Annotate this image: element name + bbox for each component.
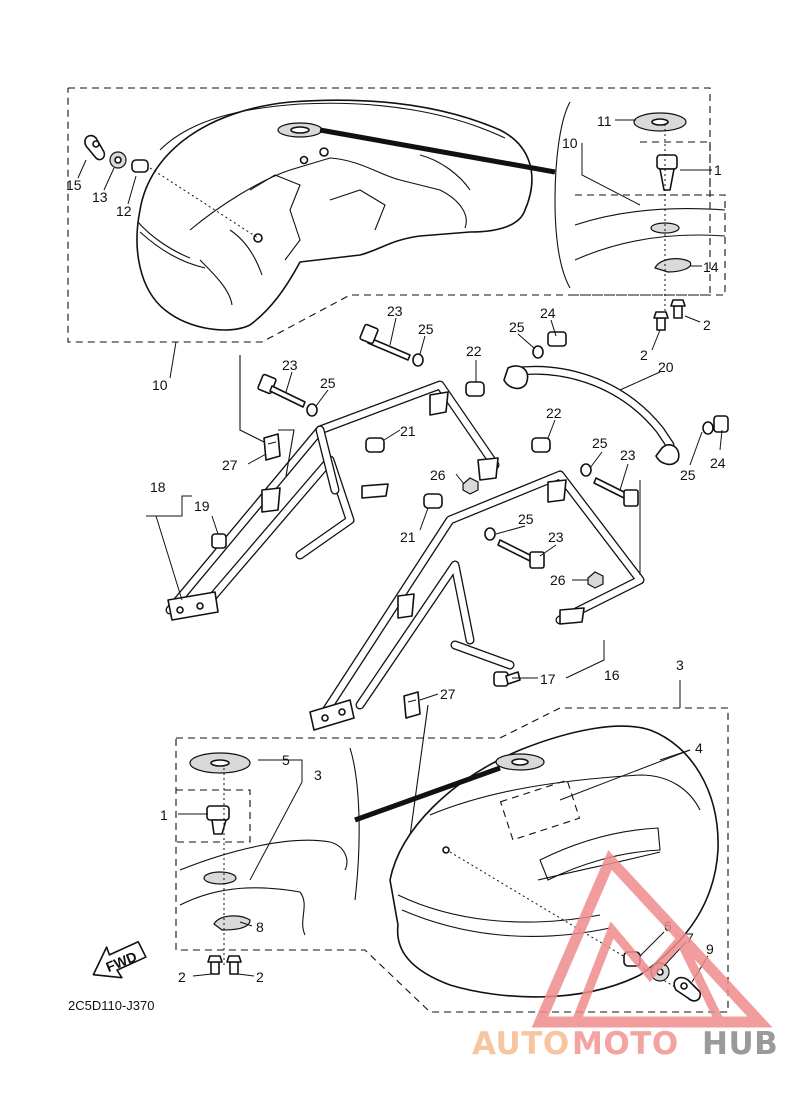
callout-9: 9 xyxy=(706,941,714,957)
fwd-arrow-icon: FWD xyxy=(92,940,147,979)
clip-15 xyxy=(84,134,106,161)
watermark-auto: AUTO xyxy=(472,1026,570,1062)
callout-23-a: 23 xyxy=(387,303,403,319)
callout-23-d: 23 xyxy=(548,529,564,545)
callout-7: 7 xyxy=(686,930,694,946)
callout-25-d: 25 xyxy=(592,435,608,451)
callout-10-bottom: 10 xyxy=(152,377,168,393)
callout-25-e: 25 xyxy=(680,467,696,483)
left-bracket-18 xyxy=(165,380,500,621)
hardware xyxy=(211,323,729,837)
clip-9 xyxy=(673,976,702,1002)
callout-20: 20 xyxy=(658,359,674,375)
callout-labels: 15 13 12 10 11 10 1 14 2 2 23 25 22 25 2… xyxy=(66,113,726,985)
callout-18: 18 xyxy=(150,479,166,495)
callout-4: 4 xyxy=(695,740,703,756)
callout-22-b: 22 xyxy=(546,405,562,421)
screw-2-top-b xyxy=(670,299,686,319)
screw-2-top-a xyxy=(653,311,669,331)
leader-lines xyxy=(77,119,723,983)
left-saddlebag-10 xyxy=(136,99,533,331)
lock-cylinder-1 xyxy=(656,154,678,170)
callout-10-top: 10 xyxy=(562,135,578,151)
callout-21-b: 21 xyxy=(400,529,416,545)
right-bracket-16 xyxy=(309,365,680,731)
callout-25-c: 25 xyxy=(320,375,336,391)
callout-19: 19 xyxy=(194,498,210,514)
watermark-triangle-inner xyxy=(569,921,728,1027)
watermark-hub: HUB xyxy=(702,1026,778,1062)
collar-22a xyxy=(465,381,485,397)
callout-8: 8 xyxy=(256,919,264,935)
callout-23-b: 23 xyxy=(282,357,298,373)
callout-12: 12 xyxy=(116,203,132,219)
watermark-logo xyxy=(531,850,773,1028)
callout-21-a: 21 xyxy=(400,423,416,439)
callout-25-b: 25 xyxy=(509,319,525,335)
callout-15: 15 xyxy=(66,177,82,193)
grommet-12 xyxy=(131,159,149,173)
drawing-code: 2C5D110-J370 xyxy=(68,998,154,1013)
callout-2-bottom-b: 2 xyxy=(256,969,264,985)
callout-16: 16 xyxy=(604,667,620,683)
callout-13: 13 xyxy=(92,189,108,205)
latch-parts-top xyxy=(84,134,259,239)
callout-23-c: 23 xyxy=(620,447,636,463)
callout-27-b: 27 xyxy=(440,686,456,702)
callout-25-a: 25 xyxy=(418,321,434,337)
callout-3-b: 3 xyxy=(314,767,322,783)
callout-24-a: 24 xyxy=(540,305,556,321)
right-saddlebag-3 xyxy=(389,725,719,998)
top-group-boundary xyxy=(67,87,711,343)
watermark-moto: MOTO xyxy=(572,1026,679,1062)
lock-detail-bottom xyxy=(176,747,501,975)
callout-14: 14 xyxy=(703,259,719,275)
callout-26-a: 26 xyxy=(430,467,446,483)
callout-1-bottom: 1 xyxy=(160,807,168,823)
callout-5: 5 xyxy=(282,752,290,768)
callout-3-a: 3 xyxy=(676,657,684,673)
callout-24-b: 24 xyxy=(710,455,726,471)
watermark-text: AUTO MOTO HUB xyxy=(472,1026,778,1062)
callout-27-a: 27 xyxy=(222,457,238,473)
callout-1-top: 1 xyxy=(714,162,722,178)
callout-25-f: 25 xyxy=(518,511,534,527)
callout-17: 17 xyxy=(540,671,556,687)
callout-2-top-a: 2 xyxy=(703,317,711,333)
lock-plate-14 xyxy=(654,258,692,273)
callout-2-top-b: 2 xyxy=(640,347,648,363)
callout-2-bottom-a: 2 xyxy=(178,969,186,985)
callout-26-b: 26 xyxy=(550,572,566,588)
callout-22-a: 22 xyxy=(466,343,482,359)
lock-detail-top xyxy=(319,101,726,331)
callout-11: 11 xyxy=(597,113,612,129)
